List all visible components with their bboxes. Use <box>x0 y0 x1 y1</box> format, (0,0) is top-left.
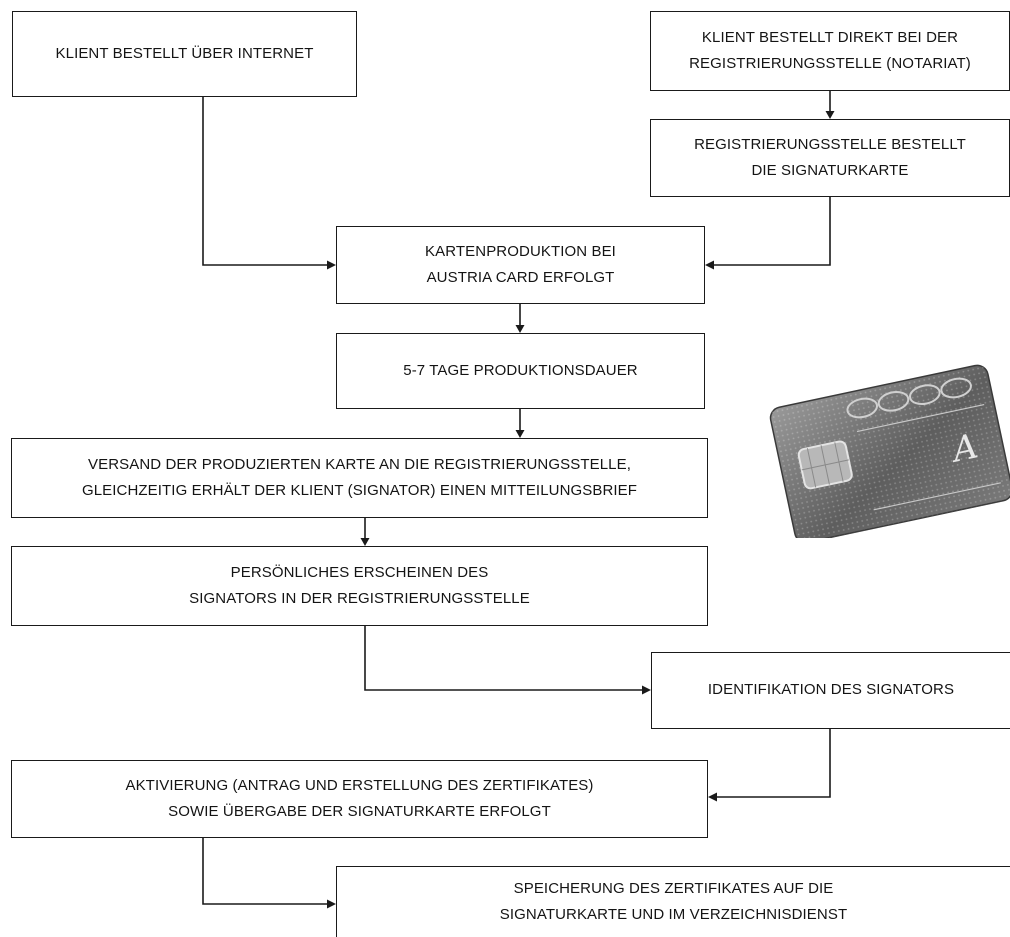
connector-internet-to-production <box>202 97 330 266</box>
step-identification-label: IDENTIFIKATION DES SIGNATORS <box>707 681 955 699</box>
arrowhead-right <box>642 685 651 695</box>
step-personal-appearance-label: PERSÖNLICHES ERSCHEINEN DES SIGNATORS IN… <box>189 563 530 607</box>
signature-card-image: A <box>769 364 1010 538</box>
connector-registry-to-production <box>711 197 831 266</box>
step-registry-orders: REGISTRIERUNGSSTELLE BESTELLT DIE SIGNAT… <box>650 119 1010 197</box>
step-production-time-label: 5-7 TAGE PRODUKTIONSDAUER <box>403 361 638 379</box>
arrowhead-down <box>515 325 525 333</box>
connector-identification-to-activation <box>714 729 831 798</box>
step-internet-order-label: KLIENT BESTELLT ÜBER INTERNET <box>55 44 314 62</box>
step-storage-label: SPEICHERUNG DES ZERTIFIKATES AUF DIE SIG… <box>499 879 848 923</box>
arrowhead-left <box>708 792 717 802</box>
arrowhead-right <box>327 260 336 270</box>
connector-activation-to-storage <box>202 838 330 905</box>
step-activation: AKTIVIERUNG (ANTRAG UND ERSTELLUNG DES Z… <box>11 760 708 838</box>
step-activation-label: AKTIVIERUNG (ANTRAG UND ERSTELLUNG DES Z… <box>125 776 594 820</box>
arrowhead-left <box>705 260 714 270</box>
step-card-production: KARTENPRODUKTION BEI AUSTRIA CARD ERFOLG… <box>336 226 705 304</box>
arrowhead-down <box>360 538 370 546</box>
step-storage: SPEICHERUNG DES ZERTIFIKATES AUF DIE SIG… <box>336 866 1010 937</box>
step-production-time: 5-7 TAGE PRODUKTIONSDAUER <box>336 333 705 409</box>
step-internet-order: KLIENT BESTELLT ÜBER INTERNET <box>12 11 357 97</box>
step-direct-order: KLIENT BESTELLT DIREKT BEI DER REGISTRIE… <box>650 11 1010 91</box>
step-registry-orders-label: REGISTRIERUNGSSTELLE BESTELLT DIE SIGNAT… <box>694 135 966 179</box>
step-card-production-label: KARTENPRODUKTION BEI AUSTRIA CARD ERFOLG… <box>425 242 616 286</box>
step-shipping-label: VERSAND DER PRODUZIERTEN KARTE AN DIE RE… <box>81 455 638 499</box>
step-shipping: VERSAND DER PRODUZIERTEN KARTE AN DIE RE… <box>11 438 708 518</box>
step-identification: IDENTIFIKATION DES SIGNATORS <box>651 652 1010 729</box>
arrowhead-right <box>327 899 336 909</box>
step-direct-order-label: KLIENT BESTELLT DIREKT BEI DER REGISTRIE… <box>689 28 971 72</box>
step-personal-appearance: PERSÖNLICHES ERSCHEINEN DES SIGNATORS IN… <box>11 546 708 626</box>
arrowhead-down <box>825 111 835 119</box>
arrowhead-down <box>515 430 525 438</box>
connector-appearance-to-identification <box>364 626 645 691</box>
card-top-ovals <box>846 377 972 419</box>
